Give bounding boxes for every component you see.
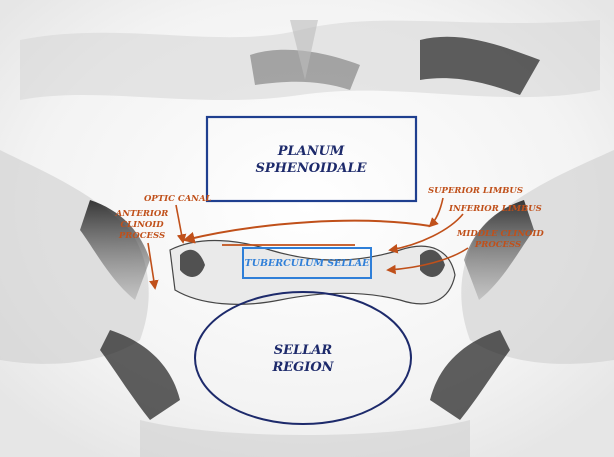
middle-clinoid-label-line2: PROCESS <box>474 240 521 250</box>
sellar-label-line2: REGION <box>271 360 334 375</box>
anterior-clinoid-label-line2: CLINOID <box>120 220 164 230</box>
middle-clinoid-label-line1: MIDDLE CLINOID <box>456 229 544 239</box>
planum-label-line2: SPHENOIDALE <box>255 161 367 176</box>
anterior-clinoid-label-line3: PROCESS <box>118 231 165 241</box>
superior-limbus-label: SUPERIOR LIMBUS <box>428 186 523 196</box>
inferior-limbus-label: INFERIOR LIMBUS <box>448 204 542 214</box>
sellar-label-line1: SELLAR <box>274 343 333 358</box>
optic-canal-label: OPTIC CANAL <box>144 194 212 204</box>
planum-label-line1: PLANUM <box>277 144 345 159</box>
tuberculum-sellae-label: TUBERCULUM SELLAE <box>245 258 370 269</box>
anterior-clinoid-label-line1: ANTERIOR <box>115 209 169 219</box>
